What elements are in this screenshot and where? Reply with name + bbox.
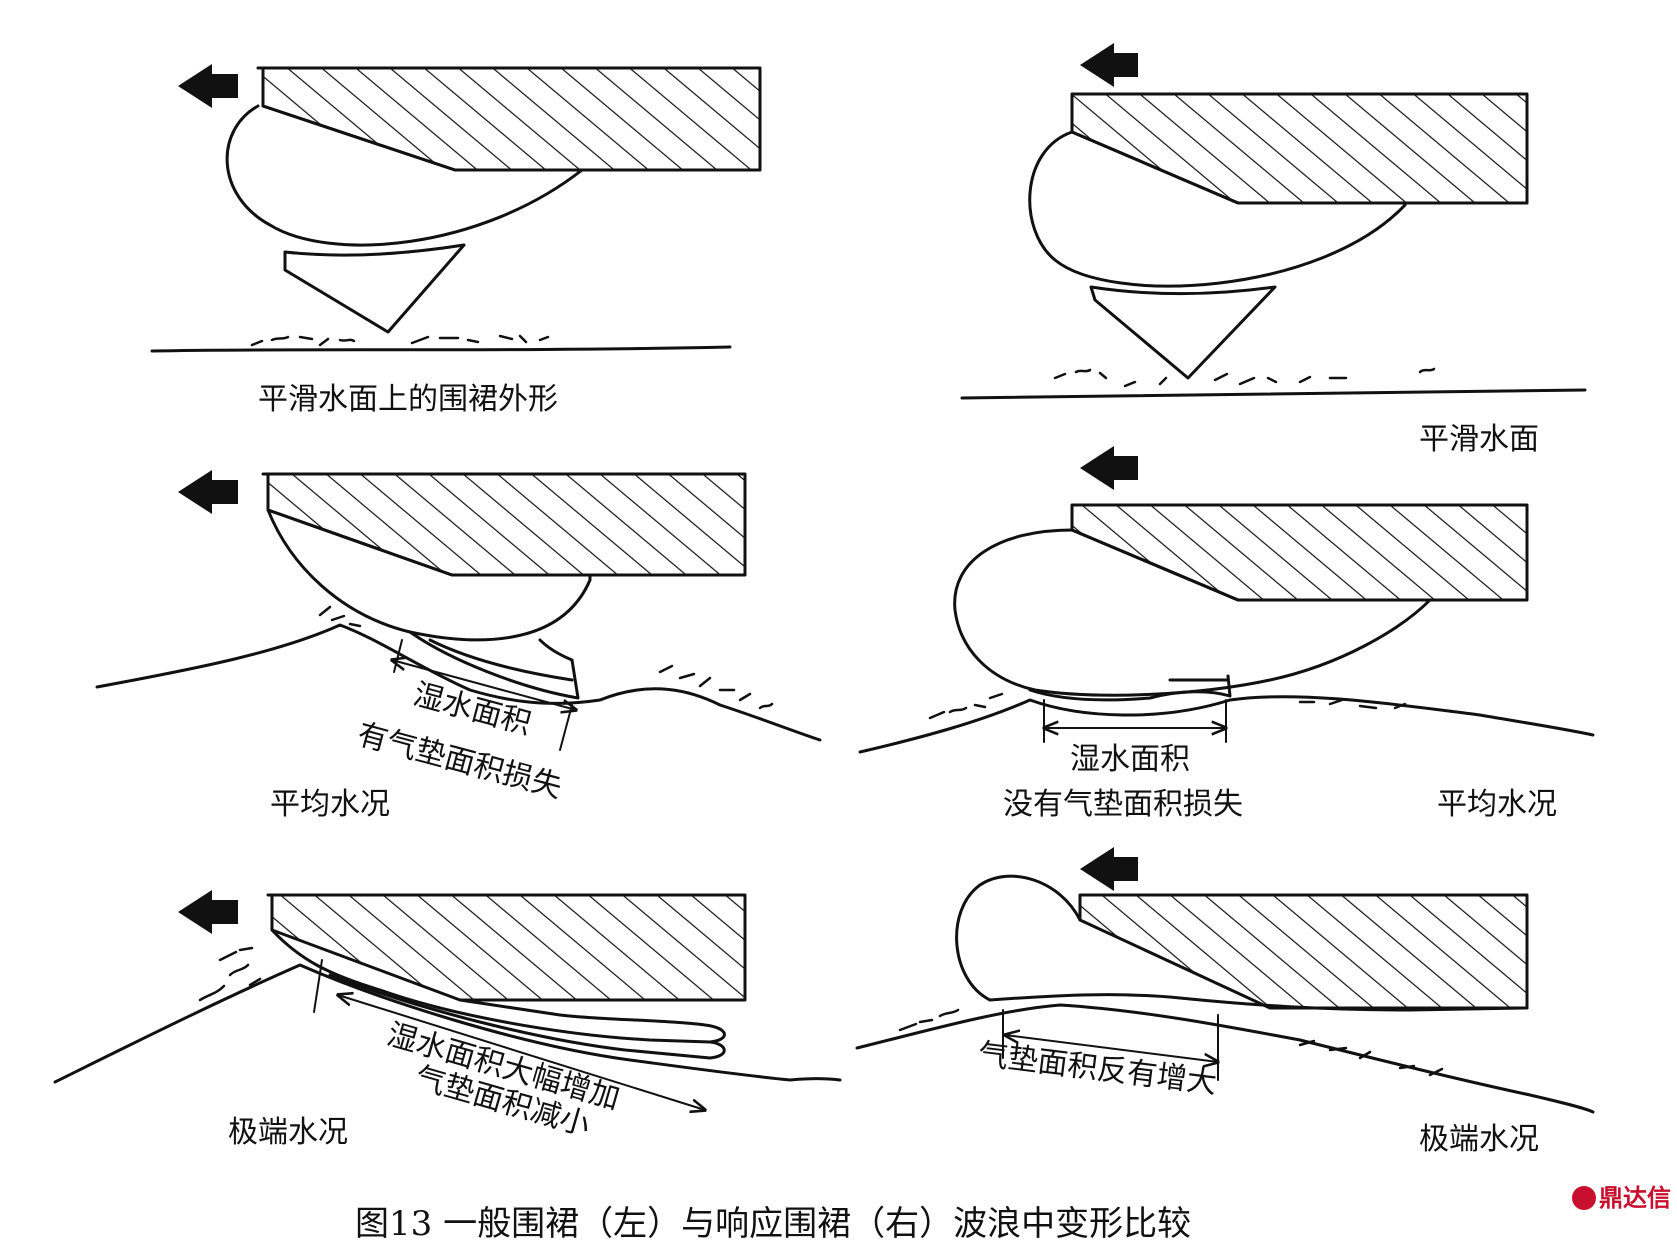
skirt-bag: [1028, 130, 1407, 288]
panel-extreme-right: [855, 847, 1595, 1114]
hull-hatched: [266, 893, 747, 1002]
direction-arrow-icon: [178, 64, 238, 108]
no-cushion-loss-label: 没有气垫面积损失: [1003, 787, 1243, 822]
direction-arrow-icon: [1080, 847, 1138, 891]
skirt-bag: [953, 528, 1432, 697]
hull-hatched: [1078, 893, 1529, 1010]
publisher-logo: 鼎达信: [1572, 1178, 1671, 1213]
dimension-tick: [313, 959, 323, 1013]
panel-label-smooth-left: 平滑水面上的围裙外形: [258, 382, 558, 417]
skirt-flattened: [988, 993, 1529, 1012]
water-spray: [928, 692, 1407, 720]
skirt-bag: [225, 104, 584, 247]
panel-label-extreme-right: 极端水况: [1419, 1122, 1539, 1157]
figure-caption: 图13 一般围裙（左）与响应围裙（右）波浪中变形比较: [355, 1204, 1192, 1244]
water-surface: [858, 695, 1595, 754]
water-spray: [250, 334, 550, 347]
logo-text: 鼎达信: [1599, 1184, 1671, 1212]
direction-arrow-icon: [178, 470, 238, 514]
panel-average-left: [95, 470, 822, 751]
hull-hatched: [256, 66, 762, 172]
panel-label-extreme-left: 极端水况: [228, 1115, 348, 1150]
water-spray: [198, 946, 262, 1002]
panel-smooth-left: [150, 64, 762, 353]
water-surface: [960, 388, 1587, 400]
panel-smooth-right: [960, 43, 1587, 400]
water-surface: [855, 1003, 1595, 1114]
panel-average-right: [858, 446, 1595, 754]
skirt-bow-bag: [955, 874, 1082, 1002]
hull-hatched: [1070, 92, 1529, 205]
wet-area-dimension: [392, 660, 576, 710]
wet-area-label: 湿水面积: [1070, 742, 1190, 777]
direction-arrow-icon: [1080, 446, 1138, 490]
panel-label-average-left: 平均水况: [270, 787, 390, 822]
wet-area-dimension: [338, 995, 705, 1110]
hull-hatched: [1070, 503, 1529, 602]
skirt-finger: [1089, 285, 1277, 380]
direction-arrow-icon: [1080, 43, 1138, 87]
water-spray: [898, 1008, 1444, 1077]
water-spray: [1053, 367, 1436, 388]
panel-label-average-right: 平均水况: [1437, 787, 1557, 822]
panel-extreme-left: [53, 890, 842, 1110]
skirt-finger: [283, 243, 466, 334]
water-surface: [150, 345, 732, 353]
water-spray: [318, 605, 774, 710]
panel-label-smooth-right: 平滑水面: [1419, 422, 1539, 457]
logo-mark-icon: [1572, 1186, 1596, 1210]
cushion-area-dimension: [1005, 1035, 1218, 1062]
skirt-comparison-diagram: [53, 43, 1595, 1114]
skirt-contact: [1028, 674, 1232, 702]
dimension-tick: [559, 704, 573, 751]
hull-hatched: [261, 472, 747, 577]
dimension-tick: [393, 639, 403, 673]
direction-arrow-icon: [178, 890, 238, 934]
